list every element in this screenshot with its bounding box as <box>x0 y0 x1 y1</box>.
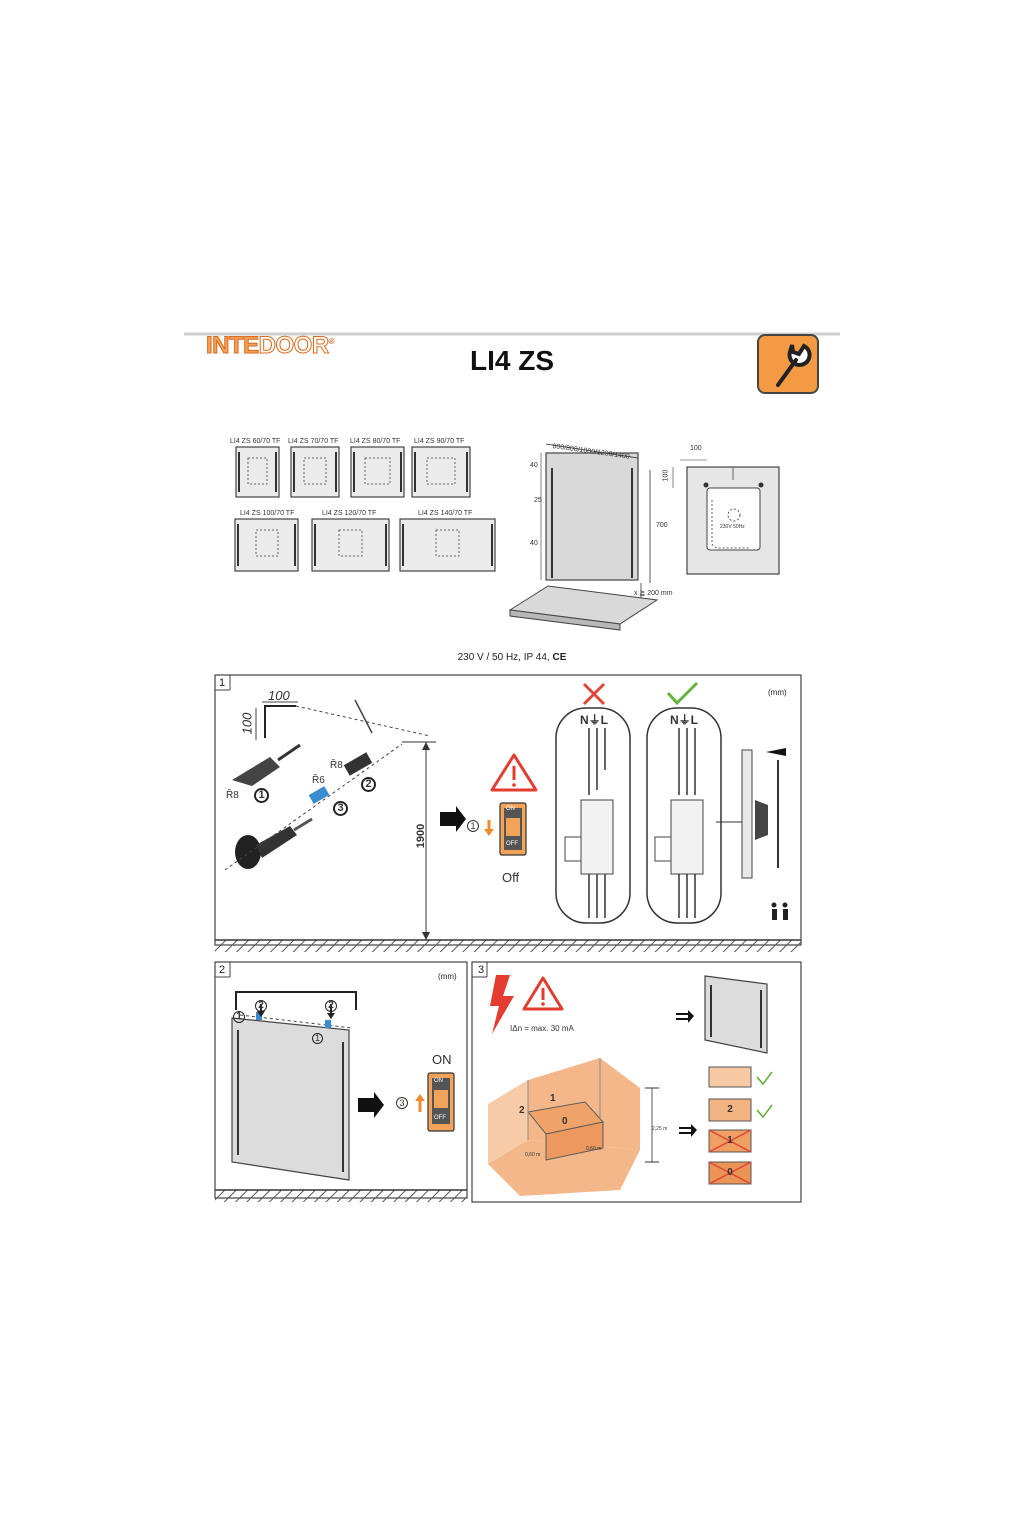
step3-panel <box>471 961 802 1203</box>
cross-icon <box>582 682 606 706</box>
rcd-label: IΔn = max. 30 mA <box>510 1024 574 1033</box>
switch-on-text: ON <box>434 1078 443 1084</box>
callout-2: 2 <box>325 1000 337 1012</box>
switch-on-text: ON <box>506 806 515 812</box>
height-label: 700 <box>656 522 668 529</box>
unit-label: (mm) <box>768 688 787 697</box>
lightning-icon <box>490 975 514 1034</box>
zone-legend-2: 2 <box>727 1104 733 1115</box>
mount-height-label: 1900 <box>415 823 428 849</box>
screw-label: Ř6 <box>312 775 325 786</box>
zone-legend-0: 0 <box>727 1167 733 1178</box>
switch-off-text: OFF <box>506 841 518 847</box>
callout-2: 2 <box>361 777 376 792</box>
model-label: LI4 ZS 90/70 TF <box>414 438 465 445</box>
step-number: 2 <box>219 964 226 976</box>
strip-width-label: 25 <box>534 497 542 504</box>
bottom-offset-label: 40 <box>530 540 538 547</box>
model-thumbnails <box>234 446 496 572</box>
brand-logo: INTEDOOR® <box>206 332 335 360</box>
off-label: Off <box>502 870 520 885</box>
step1-panel <box>214 674 802 952</box>
check-icon <box>666 681 699 706</box>
hole-v-label: 100 <box>662 469 670 482</box>
hole-h-label: 100 <box>690 445 702 452</box>
zone-distance-label: 0,60 m <box>586 1146 602 1152</box>
bathroom-zones <box>488 1058 640 1196</box>
callout-3: 3 <box>333 801 348 816</box>
zone-1-label: 1 <box>550 1093 556 1104</box>
dim-h-label: 100 <box>268 688 290 703</box>
dowel-label: Ř8 <box>330 760 343 771</box>
dimension-mirror <box>508 443 659 631</box>
mirror-back-view <box>672 459 780 575</box>
electrical-spec: 230 V / 50 Hz, IP 44, CE <box>457 652 567 663</box>
drill-label: Ř8 <box>226 790 239 801</box>
wiring-label-wrong: N⏚L <box>580 713 608 727</box>
zone-2-label: 2 <box>519 1105 525 1116</box>
unit-label: (mm) <box>438 972 457 981</box>
model-label: LI4 ZS 140/70 TF <box>418 510 473 517</box>
callout-2: 2 <box>255 1000 267 1012</box>
callout-1: 1 <box>233 1011 245 1023</box>
min-gap-label: x ≧ 200 mm <box>634 590 673 597</box>
zone-0-label: 0 <box>562 1116 568 1127</box>
step2-panel <box>214 961 468 1202</box>
switch-step: 1 <box>467 820 479 832</box>
on-label: ON <box>432 1052 452 1067</box>
zone-distance-label: 0,60 m <box>525 1152 541 1158</box>
callout-1: 1 <box>312 1033 323 1044</box>
step-number: 3 <box>478 964 485 976</box>
wrench-icon <box>757 334 819 394</box>
model-label: LI4 ZS 120/70 TF <box>322 510 377 517</box>
model-label: LI4 ZS 70/70 TF <box>288 438 339 445</box>
zone-height-label: 2,25 m <box>652 1126 668 1132</box>
two-person-icon <box>771 902 788 920</box>
dim-v-label: 100 <box>239 712 255 735</box>
model-label: LI4 ZS 80/70 TF <box>350 438 401 445</box>
wiring-label-correct: N⏚L <box>670 713 698 727</box>
switch-step: 3 <box>396 1097 408 1109</box>
zone-legend-1: 1 <box>727 1135 733 1146</box>
model-label: LI4 ZS 100/70 TF <box>240 510 295 517</box>
switch-off-text: OFF <box>434 1115 446 1121</box>
zone-legend <box>708 1066 773 1185</box>
callout-1: 1 <box>254 788 269 803</box>
model-label: LI4 ZS 60/70 TF <box>230 438 281 445</box>
step-number: 1 <box>219 677 226 689</box>
top-offset-label: 40 <box>530 462 538 469</box>
page-title: LI4 ZS <box>469 345 554 376</box>
box-label: 230V 50Hz <box>720 524 745 530</box>
